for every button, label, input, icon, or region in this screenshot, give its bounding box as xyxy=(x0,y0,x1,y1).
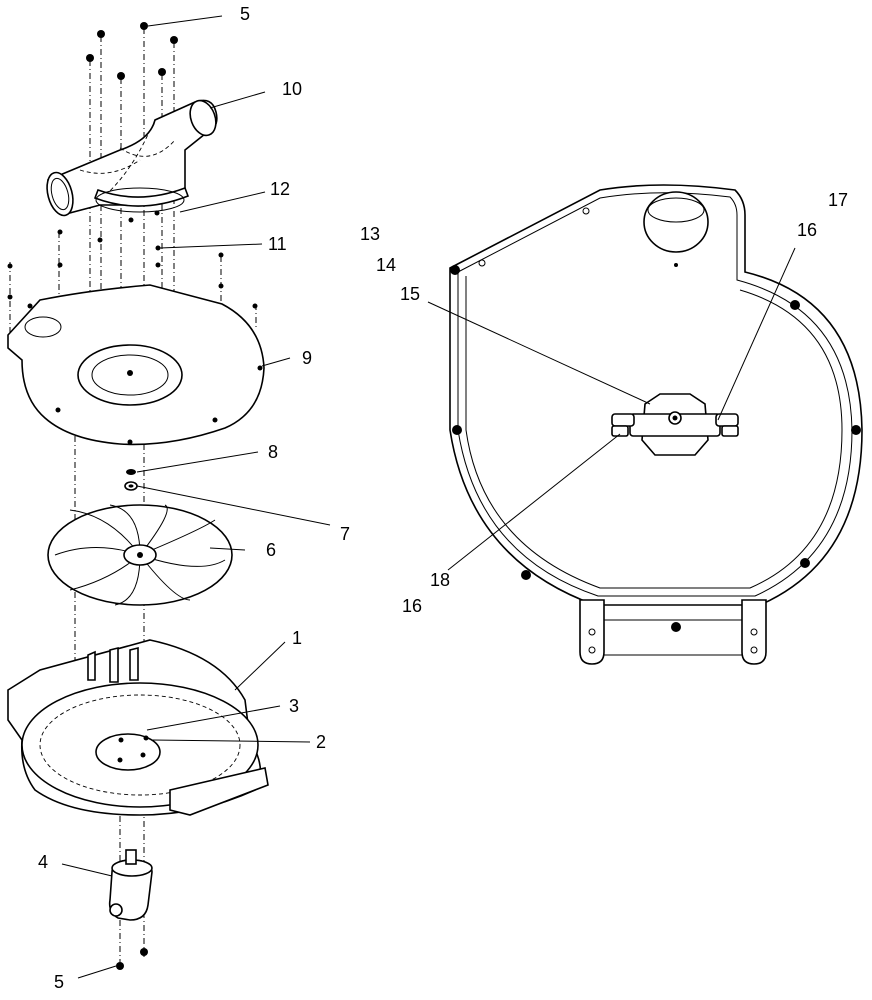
assembled-leaders xyxy=(427,247,796,571)
impeller xyxy=(47,504,233,606)
callout-10: 10 xyxy=(282,79,302,99)
callout-3: 3 xyxy=(289,696,299,716)
callout-8: 8 xyxy=(268,442,278,462)
callout-18: 18 xyxy=(430,570,450,590)
callout-9: 9 xyxy=(302,348,312,368)
callout-7: 7 xyxy=(340,524,350,544)
assembled-view: 17 13 16 14 15 18 16 xyxy=(360,184,863,665)
bottom-bolts xyxy=(116,948,148,970)
callout-5-bottom: 5 xyxy=(54,972,64,992)
callout-1: 1 xyxy=(292,628,302,648)
washer-nut xyxy=(124,469,138,491)
perimeter-bolts xyxy=(450,265,861,632)
cover-plate xyxy=(7,284,265,446)
callout-15: 15 xyxy=(400,284,420,304)
motor-fittings xyxy=(611,393,739,456)
mounting-bolts xyxy=(7,210,258,309)
callout-12: 12 xyxy=(270,179,290,199)
assembled-housing xyxy=(449,184,863,606)
callout-6: 6 xyxy=(266,540,276,560)
top-bolts xyxy=(86,22,178,80)
gasket xyxy=(95,187,185,213)
fan-housing xyxy=(7,639,269,816)
callout-16-top: 16 xyxy=(797,220,817,240)
discharge-elbow xyxy=(46,99,218,217)
callout-17: 17 xyxy=(828,190,848,210)
mounting-brackets xyxy=(579,599,767,665)
exploded-view: 5 10 12 11 9 8 7 6 1 3 2 4 5 xyxy=(7,4,350,992)
callout-14: 14 xyxy=(376,255,396,275)
callout-2: 2 xyxy=(316,732,326,752)
hydraulic-motor xyxy=(108,849,153,921)
callout-16-bottom: 16 xyxy=(402,596,422,616)
exploded-leaders xyxy=(61,15,331,979)
callout-11: 11 xyxy=(268,234,287,254)
callout-5-top: 5 xyxy=(240,4,250,24)
callout-4: 4 xyxy=(38,852,48,872)
callout-13: 13 xyxy=(360,224,380,244)
